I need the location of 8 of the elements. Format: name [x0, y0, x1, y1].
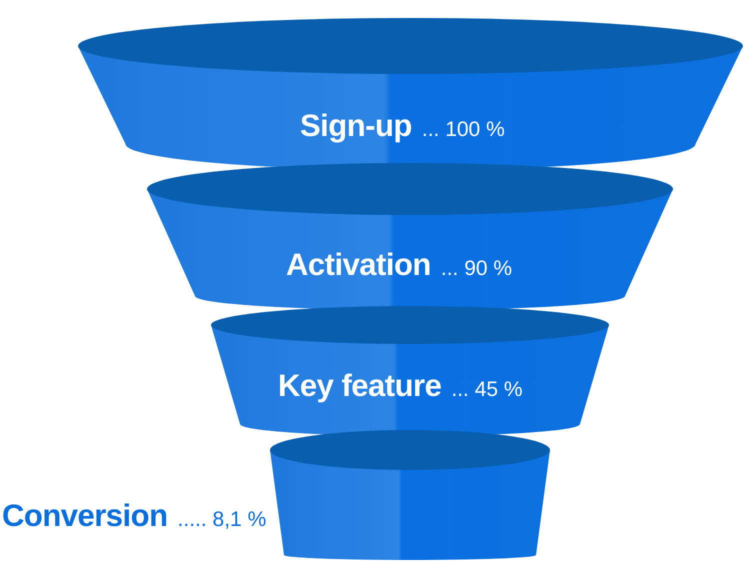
stage-name: Sign-up [300, 108, 412, 144]
stage-percentage: ... 90 % [440, 257, 512, 281]
stage-name: Activation [286, 247, 431, 283]
stage-percentage: ..... 8,1 % [178, 508, 266, 532]
stage-name: Conversion [2, 498, 168, 534]
stage-percentage: ... 45 % [451, 378, 523, 402]
stage-name: Key feature [278, 368, 442, 404]
stage-percentage: ... 100 % [422, 118, 505, 142]
